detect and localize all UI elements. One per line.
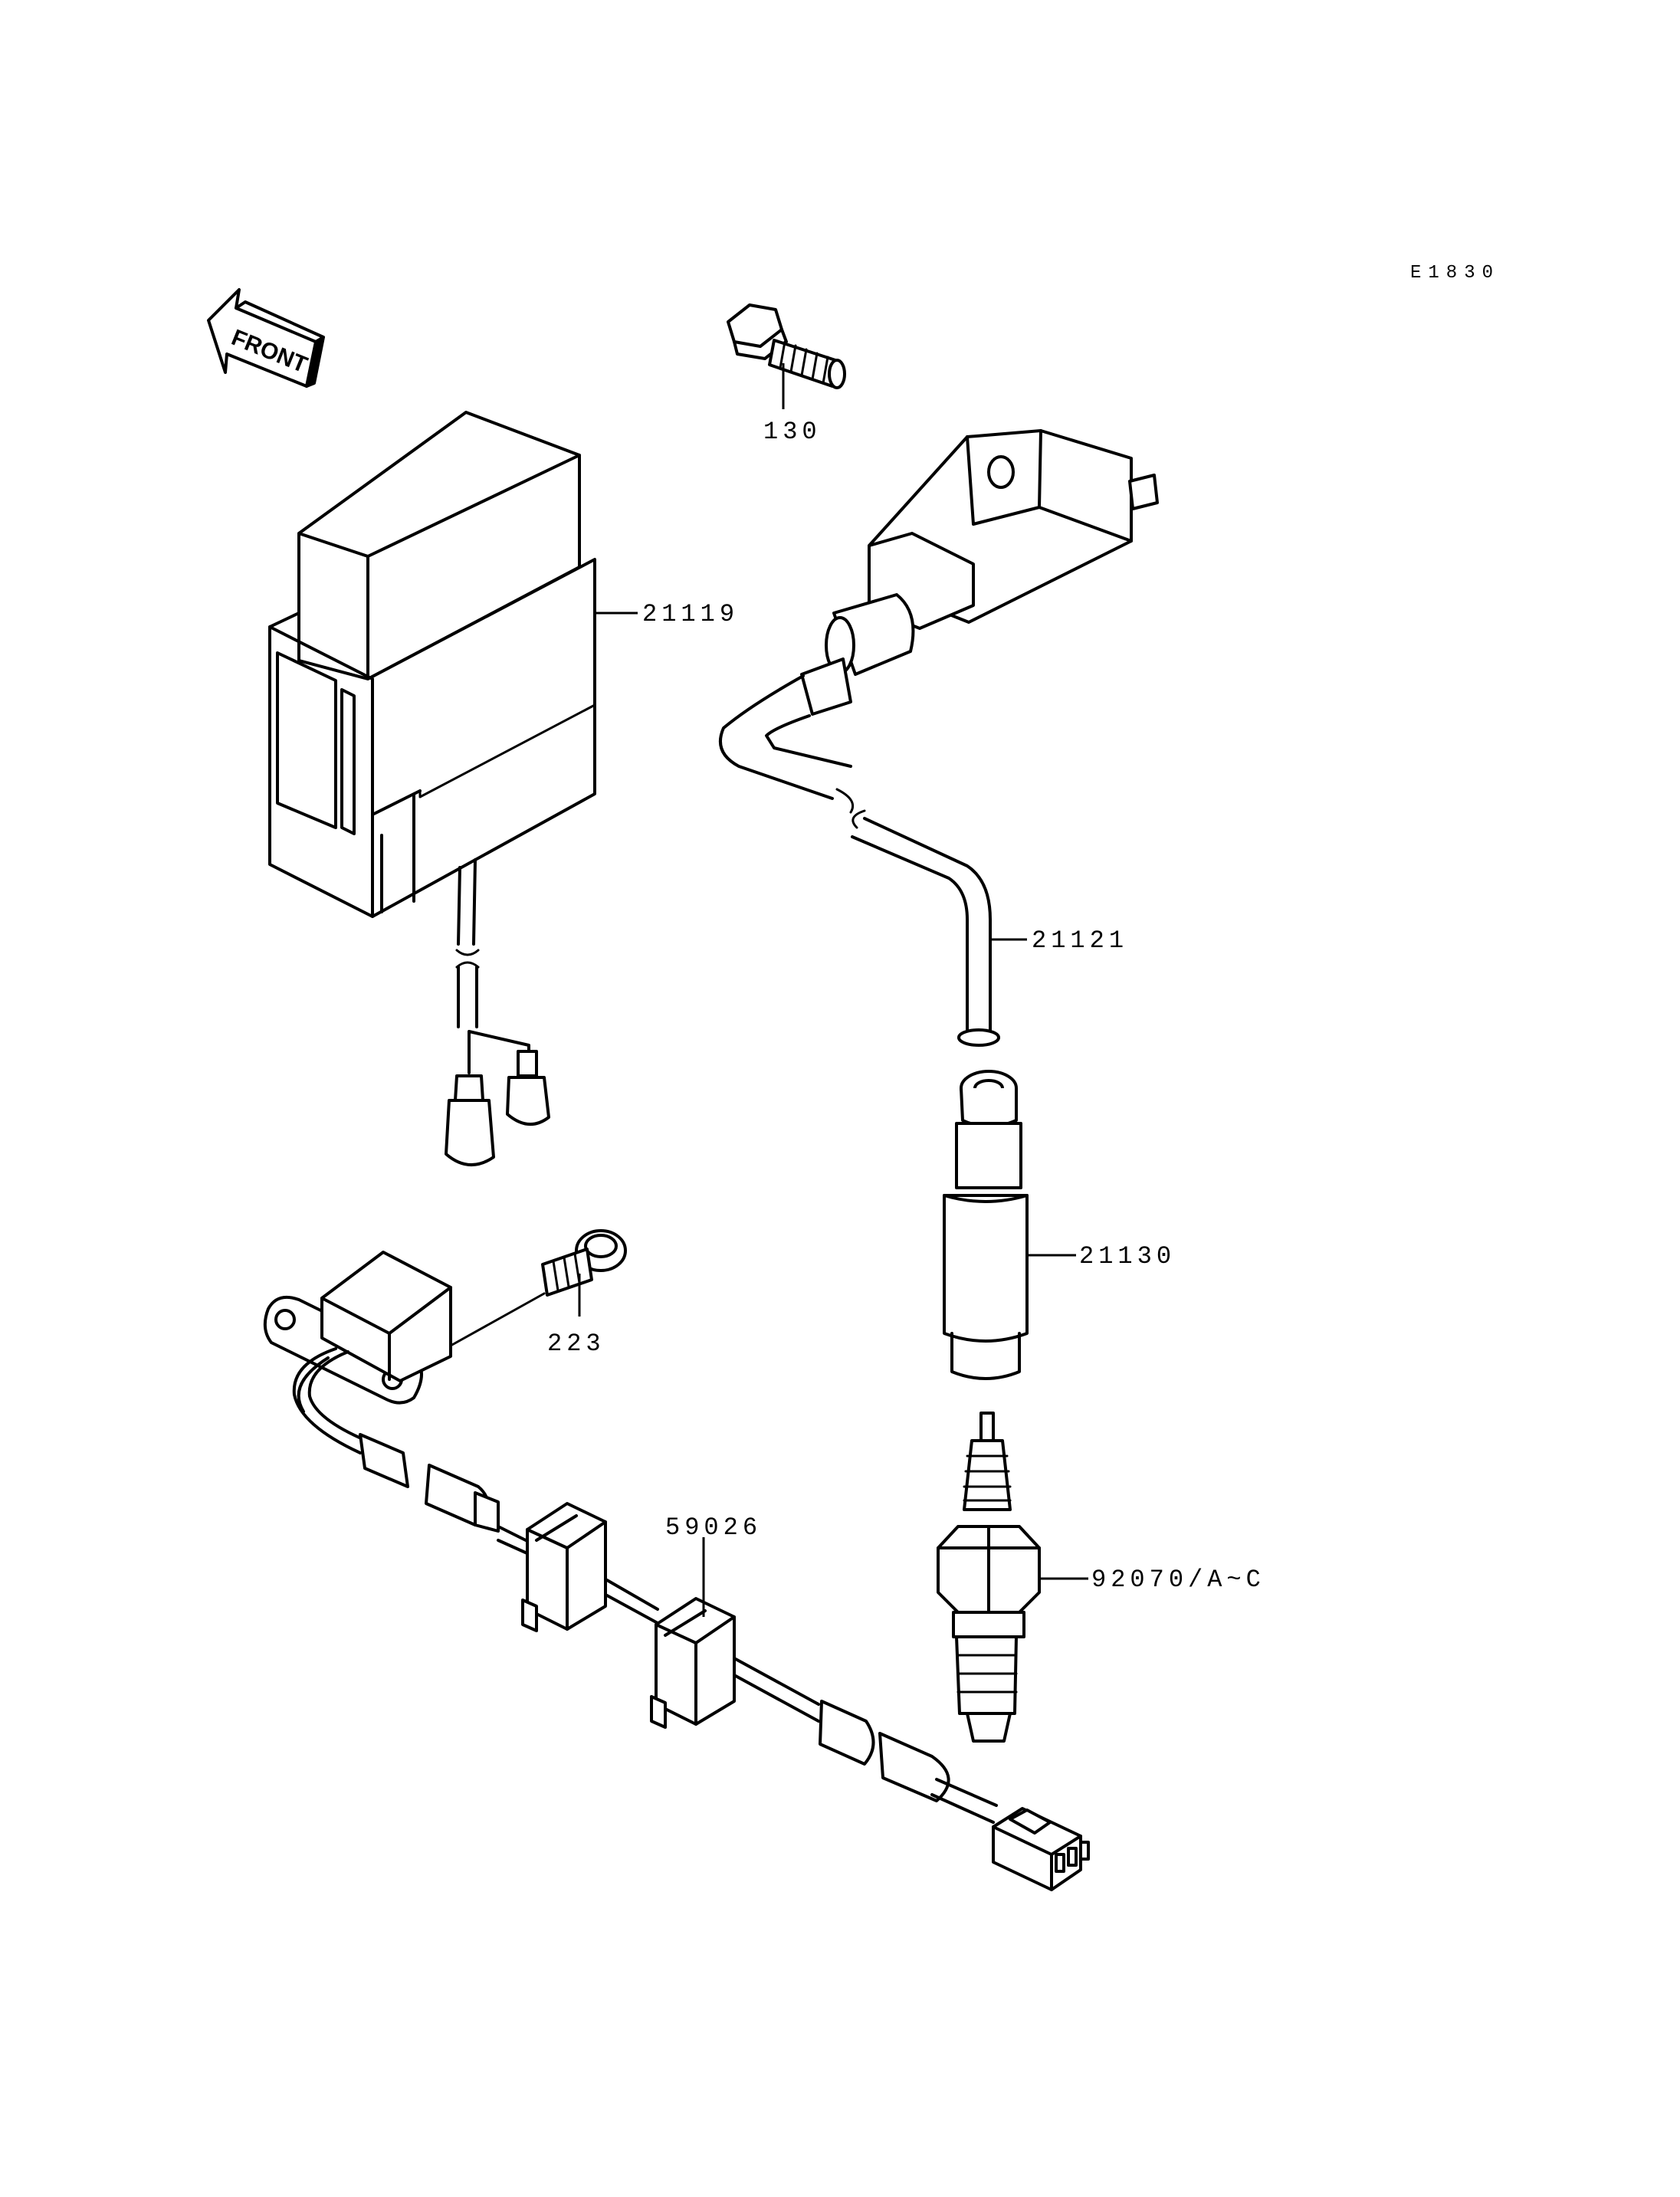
- part-number-21121: 21121: [1032, 926, 1128, 955]
- front-arrow-icon: FRONT: [207, 288, 325, 388]
- spark-plug-92070: [937, 1412, 1041, 1743]
- bolt-130: [727, 303, 846, 389]
- ignition-coil-21121: [719, 429, 1159, 1047]
- part-number-21130: 21130: [1079, 1242, 1176, 1271]
- part-number-92070: 92070/A~C: [1091, 1566, 1265, 1594]
- part-number-223: 223: [547, 1330, 605, 1358]
- spark-plug-cap-21130: [943, 1070, 1029, 1380]
- part-number-130: 130: [763, 418, 822, 446]
- screw-223: [541, 1229, 627, 1297]
- pickup-coil-59026: [263, 1251, 1090, 1891]
- igniter-unit-21119: [268, 411, 596, 1167]
- diagram-code: E1830: [1410, 263, 1500, 284]
- part-number-21119: 21119: [642, 600, 739, 628]
- part-number-59026: 59026: [665, 1513, 762, 1542]
